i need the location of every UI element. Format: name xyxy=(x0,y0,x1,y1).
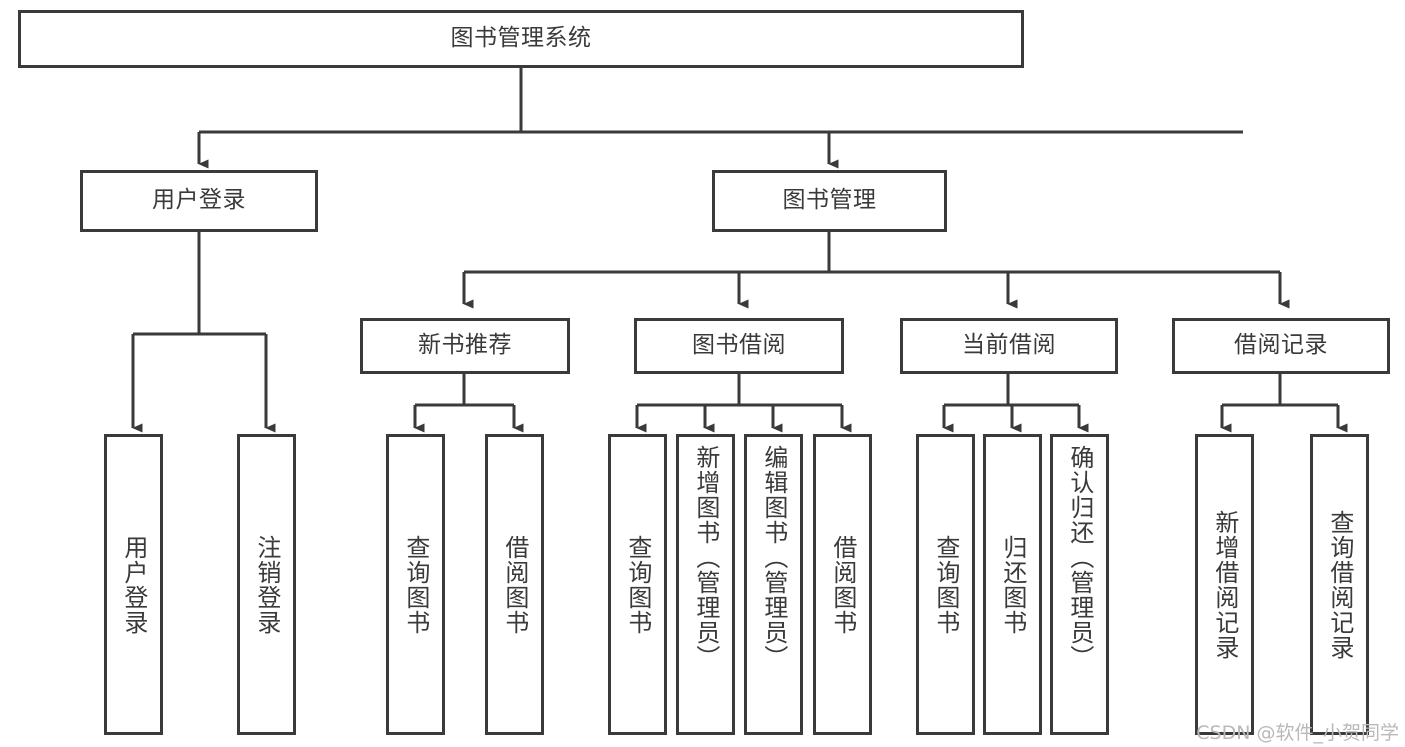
node-label: 查询图书 xyxy=(623,534,652,635)
leaf-new-book-borrow[interactable]: 借阅图书 xyxy=(485,434,544,735)
node-label: 借阅图书 xyxy=(500,534,529,635)
leaf-borrow-borrow-book[interactable]: 借阅图书 xyxy=(813,434,872,735)
leaf-current-return-book[interactable]: 归还图书 xyxy=(983,434,1042,735)
leaf-new-book-query[interactable]: 查询图书 xyxy=(386,434,445,735)
node-label: 确认归还（管理员） xyxy=(1065,445,1094,670)
node-label: 借阅记录 xyxy=(1234,332,1328,359)
leaf-current-query-book[interactable]: 查询图书 xyxy=(916,434,975,735)
node-label: 新增借阅记录 xyxy=(1210,509,1239,660)
leaf-borrow-edit-book-admin[interactable]: 编辑图书（管理员） xyxy=(744,434,803,735)
node-label: 借阅图书 xyxy=(828,534,857,635)
node-new-book-recommend[interactable]: 新书推荐 xyxy=(360,318,570,374)
node-book-management[interactable]: 图书管理 xyxy=(712,170,947,232)
node-label: 编辑图书（管理员） xyxy=(759,445,788,670)
node-label: 图书管理系统 xyxy=(450,25,592,52)
node-label: 图书管理 xyxy=(782,187,877,214)
leaf-user-login-logout[interactable]: 注销登录 xyxy=(237,434,296,735)
leaf-user-login-login[interactable]: 用户登录 xyxy=(104,434,163,735)
node-label: 用户登录 xyxy=(152,187,246,214)
node-user-login[interactable]: 用户登录 xyxy=(80,170,318,232)
node-label: 新增图书（管理员） xyxy=(691,445,720,670)
leaf-record-add-record[interactable]: 新增借阅记录 xyxy=(1195,434,1254,735)
node-label: 归还图书 xyxy=(998,534,1027,635)
node-current-borrow[interactable]: 当前借阅 xyxy=(900,318,1118,374)
node-label: 查询图书 xyxy=(931,534,960,635)
node-label: 当前借阅 xyxy=(962,332,1056,359)
node-root-system[interactable]: 图书管理系统 xyxy=(18,10,1024,68)
node-label: 查询借阅记录 xyxy=(1325,509,1354,660)
node-label: 注销登录 xyxy=(252,534,281,635)
node-label: 查询图书 xyxy=(401,534,430,635)
node-label: 新书推荐 xyxy=(418,332,512,359)
node-borrow-record[interactable]: 借阅记录 xyxy=(1172,318,1390,374)
leaf-borrow-query-book[interactable]: 查询图书 xyxy=(608,434,667,735)
node-label: 图书借阅 xyxy=(692,332,786,359)
node-label: 用户登录 xyxy=(119,534,148,635)
node-book-borrow[interactable]: 图书借阅 xyxy=(634,318,844,374)
leaf-record-query-record[interactable]: 查询借阅记录 xyxy=(1310,434,1369,735)
leaf-current-confirm-return-admin[interactable]: 确认归还（管理员） xyxy=(1050,434,1109,735)
leaf-borrow-add-book-admin[interactable]: 新增图书（管理员） xyxy=(676,434,735,735)
